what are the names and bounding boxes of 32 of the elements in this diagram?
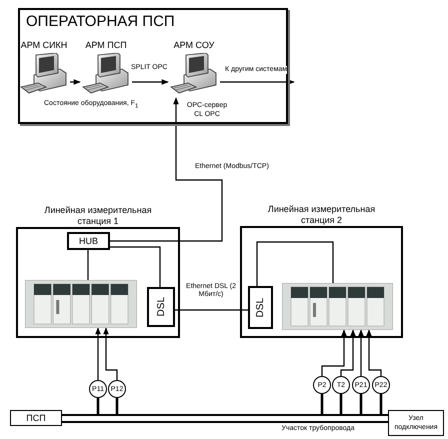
arrow: [110, 97, 223, 242]
connector-line: [110, 246, 161, 287]
connector-line: [340, 394, 342, 414]
arrow: [132, 79, 169, 85]
workstation-label: АРМ СОУ: [172, 40, 216, 50]
connector-line: [116, 398, 118, 414]
arrow: [366, 329, 382, 376]
connector-line: [96, 398, 100, 414]
arrow: [321, 329, 347, 376]
room-frame: [18, 8, 288, 124]
station-title: Линейная измерительная станция 2: [266, 204, 376, 226]
connector-line: [360, 394, 362, 414]
connector-line: [175, 309, 248, 311]
equipment-box: ПСП: [10, 410, 62, 426]
frame-title: ОПЕРАТОРНАЯ ПСП: [26, 13, 175, 30]
arrow: [70, 79, 81, 85]
connector-line: [87, 250, 89, 280]
arrow: [220, 79, 295, 85]
connector-line: [380, 394, 382, 414]
pipeline: [62, 414, 388, 423]
modem-box: DSL: [147, 287, 175, 327]
arrow: [103, 327, 118, 380]
arrow: [95, 327, 101, 380]
arrow: [358, 329, 364, 376]
workstation-label: АРМ СИКН: [20, 40, 68, 50]
hub-box: HUB: [67, 232, 110, 250]
modem-box: DSL: [248, 286, 273, 329]
connector-line: [256, 241, 334, 286]
workstation-label: АРМ ПСП: [84, 40, 128, 50]
arrow: [340, 329, 356, 376]
connector-line: [320, 394, 324, 414]
station-title: Линейная измерительная станция 1: [43, 205, 153, 227]
